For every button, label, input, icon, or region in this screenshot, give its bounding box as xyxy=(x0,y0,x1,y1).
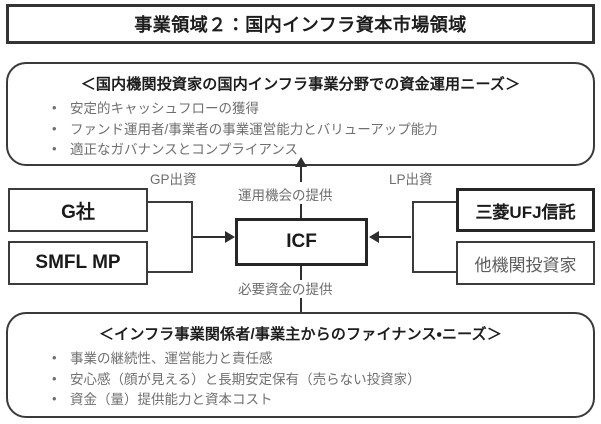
top-panel-heading: ＜国内機関投資家の国内インフラ事業分野での資金運用ニーズ＞ xyxy=(80,76,521,93)
arrow-icf-to-projects-stem xyxy=(300,266,302,280)
arrow-lp-to-icf-icon xyxy=(369,231,411,243)
list-item: 資金（量）提供能力と資本コスト xyxy=(50,389,593,411)
arrow-icf-to-investors-icon xyxy=(295,157,307,182)
bottom-panel-list: 事業の継続性、運営能力と責任感 安心感（顔が見える）と長期安定保有（売らない投資… xyxy=(8,348,593,411)
flow-diagram: G社 SMFL MP ICF 三菱UFJ信託 他機関投資家 GP出資 LP出資 … xyxy=(0,157,601,322)
list-item: 適正なガバナンスとコンプライアンス xyxy=(50,139,593,161)
node-label: 三菱UFJ信託 xyxy=(475,202,576,222)
top-panel-list: 安定的キャッシュフローの獲得 ファンド運用者/事業者の事業運営能力とバリューアッ… xyxy=(8,98,593,161)
arrow-gp-to-icf-icon xyxy=(193,231,235,243)
list-item: ファンド運用者/事業者の事業運営能力とバリューアップ能力 xyxy=(50,119,593,141)
label-opportunity-provision: 運用機会の提供 xyxy=(238,188,333,203)
node-icf: ICF xyxy=(235,218,368,266)
label-gp-investment: GP出資 xyxy=(150,172,197,187)
node-mufg-trust: 三菱UFJ信託 xyxy=(456,188,595,232)
left-connector-bracket xyxy=(148,201,193,273)
node-label: G社 xyxy=(61,201,95,223)
bottom-panel-heading: ＜インフラ事業関係者/事業主からのファイナンス・ニーズ＞ xyxy=(98,326,503,343)
arrow-icf-to-investors-stem xyxy=(300,204,302,218)
diagram-title-box: 事業領域２：国内インフラ資本市場領域 xyxy=(6,4,595,44)
label-lp-investment: LP出資 xyxy=(389,172,433,187)
list-item: 安定的キャッシュフローの獲得 xyxy=(50,98,593,120)
node-label: ICF xyxy=(286,231,317,252)
list-item: 安心感（顔が見える）と長期安定保有（売らない投資家） xyxy=(50,369,593,391)
arrow-icf-to-projects-icon xyxy=(295,298,307,322)
list-item: 事業の継続性、運営能力と責任感 xyxy=(50,348,593,370)
page-title: 事業領域２：国内インフラ資本市場領域 xyxy=(134,15,467,35)
node-smfl-mp: SMFL MP xyxy=(8,241,148,285)
label-funding-provision: 必要資金の提供 xyxy=(238,282,333,297)
node-g-company: G社 xyxy=(8,188,148,232)
node-label: SMFL MP xyxy=(35,252,121,273)
node-other-investors: 他機関投資家 xyxy=(456,241,595,285)
institutional-investor-needs-panel: ＜国内機関投資家の国内インフラ事業分野での資金運用ニーズ＞ 安定的キャッシュフロ… xyxy=(6,62,595,166)
infrastructure-sponsor-needs-panel: ＜インフラ事業関係者/事業主からのファイナンス・ニーズ＞ 事業の継続性、運営能力… xyxy=(6,312,595,418)
right-connector-bracket xyxy=(412,201,456,273)
node-label: 他機関投資家 xyxy=(474,255,577,275)
